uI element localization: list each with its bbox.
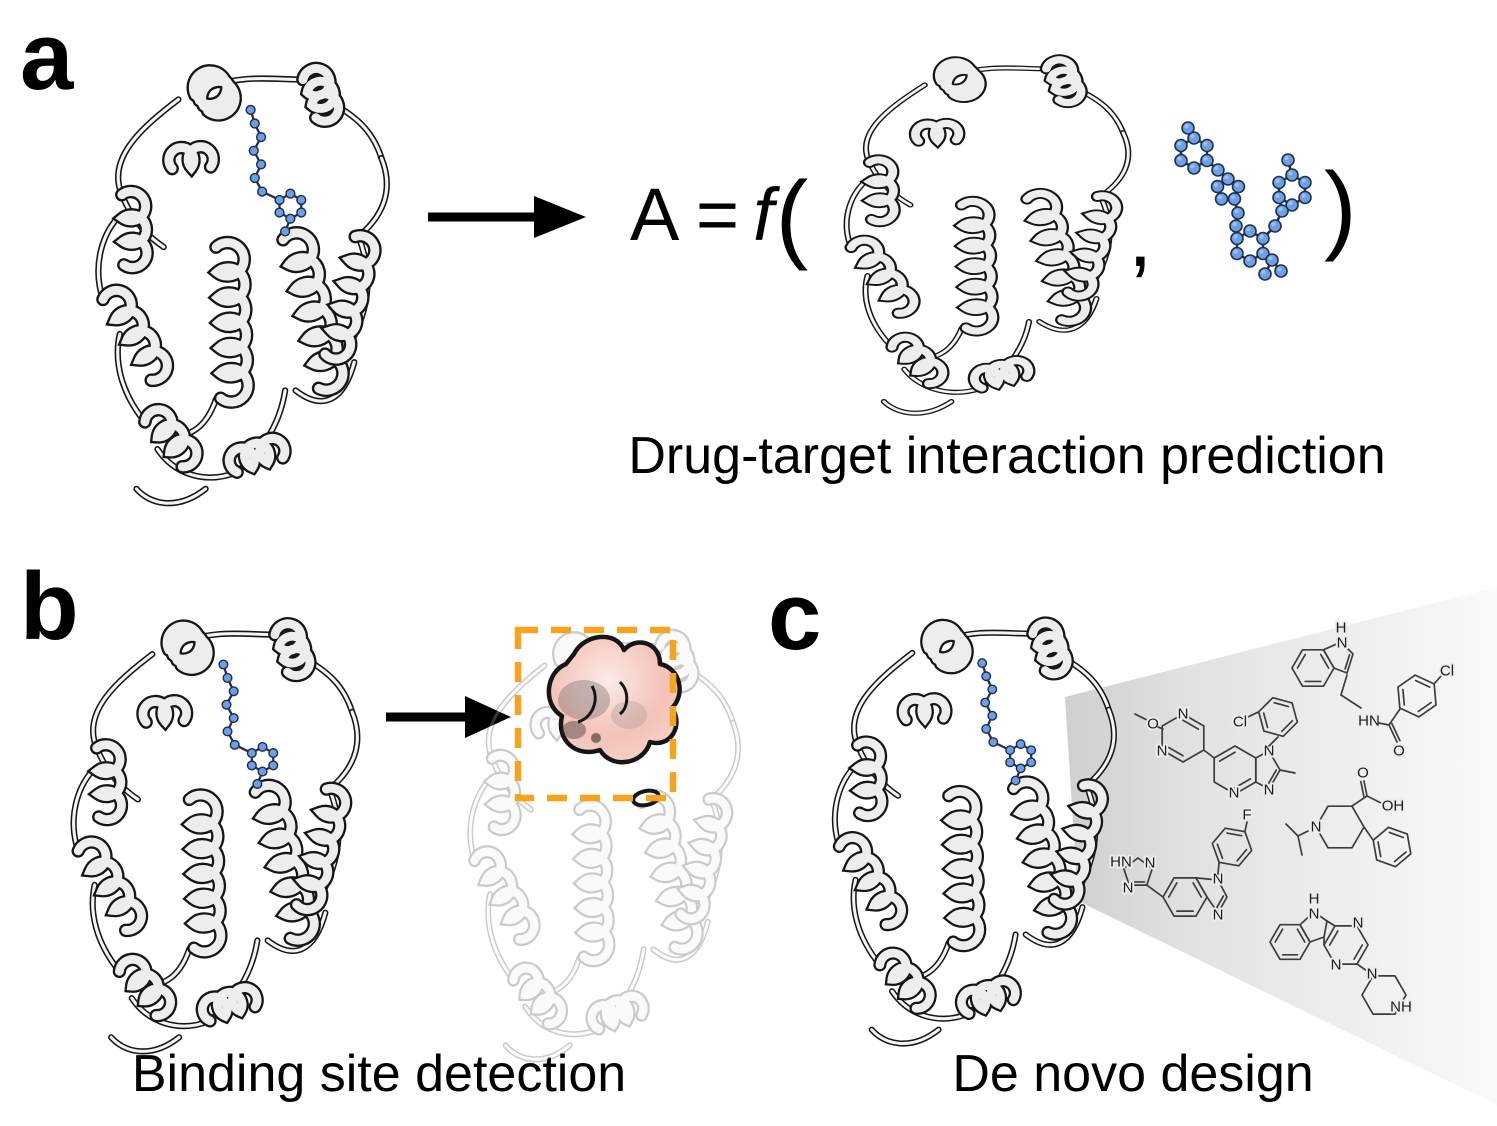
panel-a-label: a (20, 3, 74, 110)
atom-label: NH (1390, 999, 1412, 1016)
panel-c-label: c (768, 563, 822, 670)
molecule-indole-ethyl-4-chlorobenzamide: HN HN O Cl (1291, 618, 1456, 762)
protein-ligand-complex-b (24, 578, 396, 1062)
atom-label: N (1367, 966, 1378, 983)
atom-label: N (1331, 957, 1342, 974)
atom-label: H (1309, 891, 1320, 908)
formula-function-symbol: f (753, 172, 774, 256)
atom-label: O (1357, 765, 1369, 782)
atom-label: Cl (1233, 714, 1247, 731)
atom-label: N (1213, 871, 1224, 888)
formula-protein-argument (798, 22, 1166, 422)
atom-label: N (1229, 785, 1240, 802)
faded-protein-with-binding-site (467, 626, 741, 1063)
atom-label: O (1393, 743, 1405, 760)
atom-label: N (1145, 855, 1156, 872)
atom-label: N (1213, 907, 1224, 924)
caption-binding-site-detection: Binding site detection (131, 1045, 627, 1103)
formula: A = f ( (630, 158, 809, 271)
atom-label: N (1311, 819, 1322, 836)
atom-label: N (1157, 743, 1168, 760)
caption-de-novo-design: De novo design (952, 1045, 1314, 1103)
atom-label: F (1242, 807, 1251, 824)
atom-label: HN (1110, 854, 1132, 871)
formula-close-paren: ) (1324, 152, 1357, 262)
atom-label: Cl (1440, 663, 1454, 680)
protein-ligand-complex-c (786, 578, 1152, 1054)
ligand-ball-and-stick (245, 104, 307, 237)
arrow-icon (386, 696, 511, 738)
atom-label: O (1147, 716, 1159, 733)
protein-ligand-complex-a (48, 22, 426, 514)
formula-separator: , (1128, 186, 1153, 285)
atom-label: N (1178, 706, 1189, 723)
formula-ligand-argument (1174, 121, 1312, 281)
arrow-icon (428, 196, 586, 238)
atom-label: N (1123, 880, 1134, 897)
atom-label: OH (1382, 798, 1405, 815)
caption-drug-target-interaction-prediction: Drug-target interaction prediction (628, 427, 1386, 485)
molecule-isopropyl-phenyl-piperidine-carboxylic-acid: N O OH (1285, 763, 1412, 868)
atom-label: N (1353, 915, 1364, 932)
atom-label: N (1264, 743, 1275, 760)
binding-site-box (514, 626, 677, 802)
atom-label: N (1337, 635, 1348, 652)
ligand-ball-and-stick (218, 659, 279, 790)
formula-open-paren: ( (775, 160, 809, 271)
atom-label: HN (1358, 713, 1380, 730)
panel-b-label: b (20, 553, 79, 660)
binding-site-surface (546, 634, 682, 765)
formula-lhs: A = (630, 172, 740, 256)
ligand-ball-and-stick (977, 658, 1037, 786)
atom-label: N (1309, 906, 1320, 923)
atom-label: H (1336, 620, 1347, 637)
atom-label: N (1264, 782, 1275, 799)
